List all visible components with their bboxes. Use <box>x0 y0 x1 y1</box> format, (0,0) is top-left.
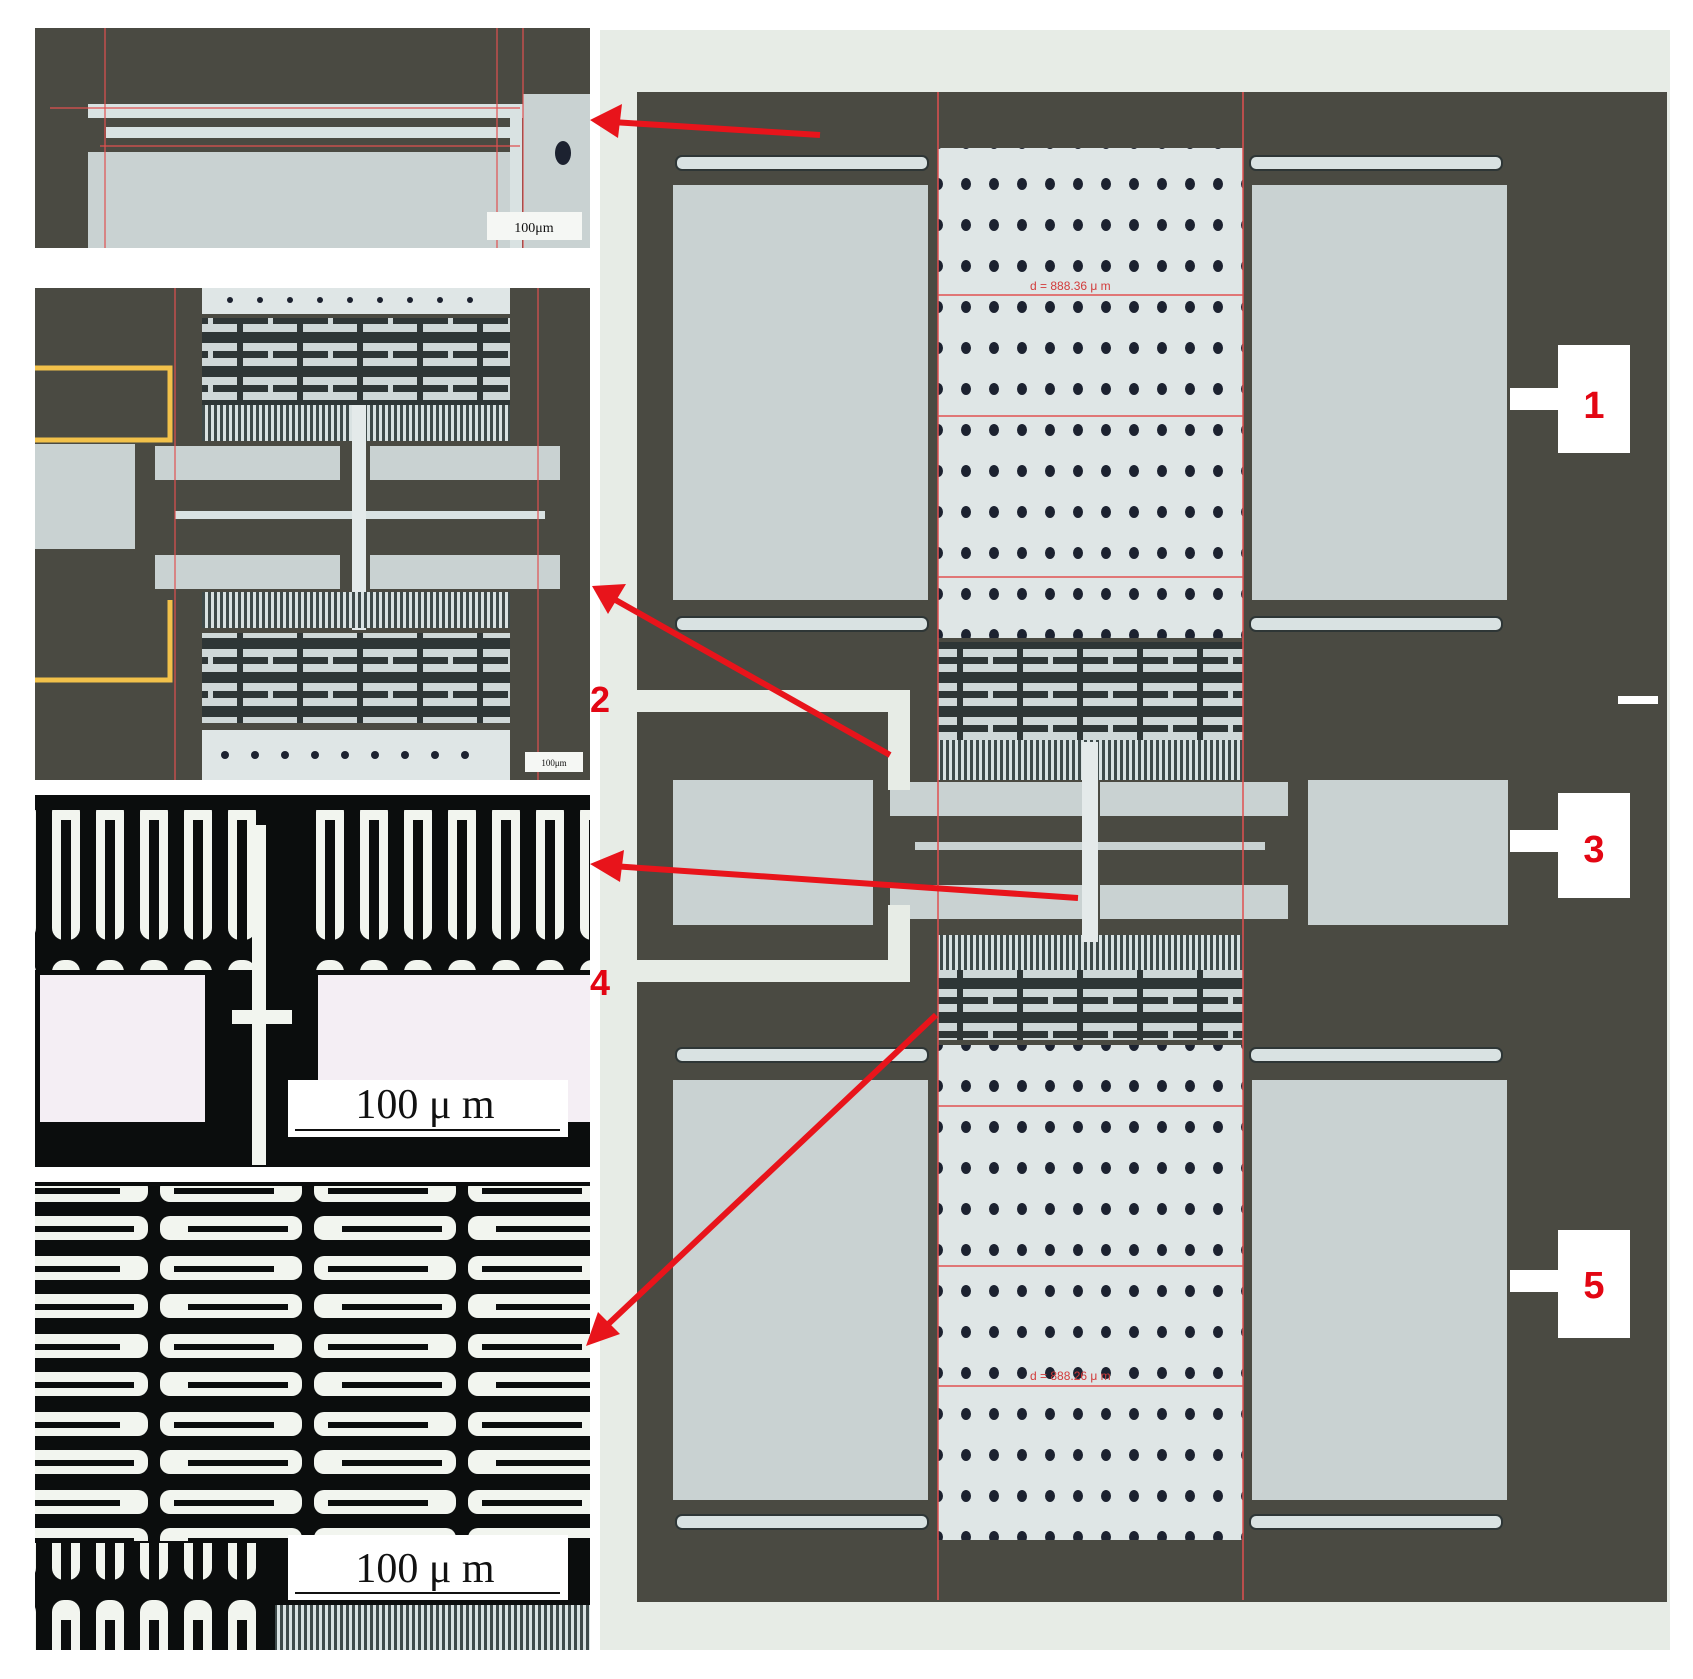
pad-label-5: 5 <box>1510 1230 1630 1338</box>
pad-label-3: 3 <box>1510 793 1630 898</box>
pad-label-1: 1 <box>1510 345 1630 453</box>
svg-text:3: 3 <box>1583 829 1604 871</box>
measure-label-top: d = 888.36 μ m <box>1030 279 1111 293</box>
inset-serpentine-spring: 100 μ m <box>35 1182 590 1650</box>
scale-bar-inset-4: 100 μ m <box>355 1546 495 1592</box>
inset-label-4: 4 <box>590 962 610 1003</box>
measure-label-bottom: d = 888.26 μ m <box>1030 1369 1111 1383</box>
svg-text:5: 5 <box>1583 1265 1604 1307</box>
svg-text:1: 1 <box>1583 385 1604 427</box>
callout-arrows <box>586 104 1079 1346</box>
scale-bar-inset-3: 100 μ m <box>355 1082 495 1128</box>
device-overview-micrograph: d = 888.36 μ m d = 888.26 μ m 1 3 5 <box>600 30 1670 1650</box>
inset-folded-beam: 100μm <box>35 28 590 248</box>
scale-bar-inset-2: 100μm <box>541 758 566 768</box>
inset-spring-comb: 100μm <box>35 288 590 780</box>
inset-comb-fingers: 100 μ m <box>35 795 590 1167</box>
scale-bar-inset-1: 100μm <box>514 221 554 236</box>
inset-label-2: 2 <box>590 679 610 720</box>
